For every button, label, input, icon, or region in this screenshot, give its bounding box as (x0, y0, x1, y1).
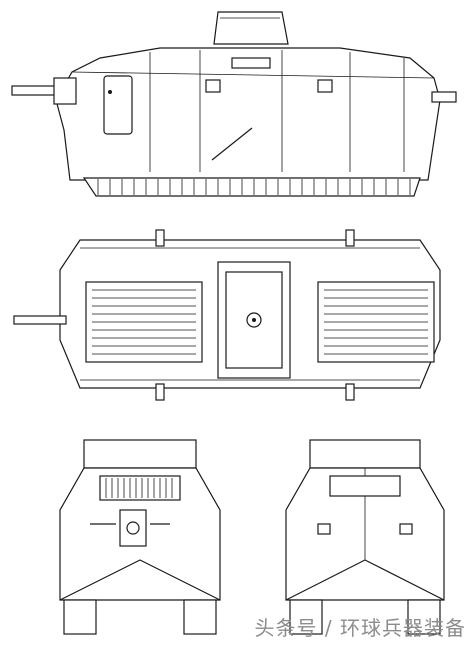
rear-view (285, 439, 445, 635)
front-view (59, 439, 221, 635)
watermark-text: 头条号 / 环球兵器装备 (254, 616, 466, 640)
side-view (11, 11, 457, 197)
top-view (13, 229, 441, 401)
